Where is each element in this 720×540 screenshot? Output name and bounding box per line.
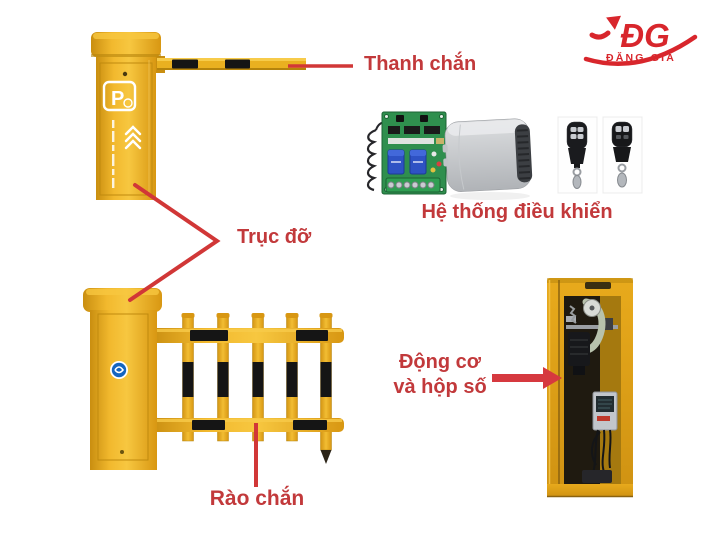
terminal-block: [385, 177, 441, 193]
circuit-board-illustration: [366, 111, 447, 195]
fence-barrier-illustration: [83, 288, 344, 470]
label-support-post: Trục đỡ: [237, 226, 312, 248]
brand-logo: ĐG ĐẶNG GIA: [583, 14, 698, 66]
logo-name: ĐẶNG GIA: [606, 51, 676, 64]
antenna-coil: [366, 128, 378, 192]
vertical-text-strip: [112, 120, 115, 188]
parking-sign-letter: P: [111, 88, 124, 110]
base-block: [582, 470, 612, 483]
heatsink-ribs: [514, 124, 533, 183]
arm-stripe: [225, 59, 250, 69]
remote-controls-illustration: [557, 116, 643, 194]
label-motor-gearbox-line2: và hộp số: [393, 376, 487, 398]
barrier-gate-illustration: P: [91, 32, 306, 200]
label-control-system: Hệ thống điều khiển: [421, 201, 613, 223]
fence-barrier-post: [83, 288, 162, 470]
remote-fob-1: [566, 121, 588, 189]
arm-stripe: [172, 59, 198, 69]
remote-fob-2: [611, 121, 633, 188]
parking-sign-icon: P: [102, 80, 137, 112]
logo-arrow-icon: [589, 30, 611, 40]
cabinet-interior-illustration: [547, 278, 633, 498]
logo-arrow-icon: [603, 14, 623, 33]
keyhole-icon: [120, 450, 124, 454]
logo-monogram: ĐG: [620, 17, 670, 54]
receiver-box-illustration: [442, 118, 533, 200]
motor-gearbox-mechanism: [566, 298, 618, 375]
chevron-up-icons: [124, 125, 142, 150]
label-motor-gearbox: Động cơ và hộp số: [393, 350, 486, 400]
boom-arm: [153, 56, 306, 73]
label-motor-gearbox-line1: Động cơ: [398, 351, 481, 373]
relays: [387, 149, 427, 175]
brand-badge-icon: [110, 361, 128, 379]
fence-pickets: [181, 313, 333, 464]
indicator-dot-icon: [122, 71, 128, 77]
wiring: [590, 429, 612, 474]
label-barrier-arm: Thanh chắn: [364, 53, 477, 75]
fence-rails: [150, 328, 344, 432]
barrier-post: P: [91, 32, 161, 200]
controller-box: [592, 391, 618, 431]
label-fence-barrier: Rào chắn: [209, 487, 305, 510]
logo-swoosh: [583, 34, 698, 66]
